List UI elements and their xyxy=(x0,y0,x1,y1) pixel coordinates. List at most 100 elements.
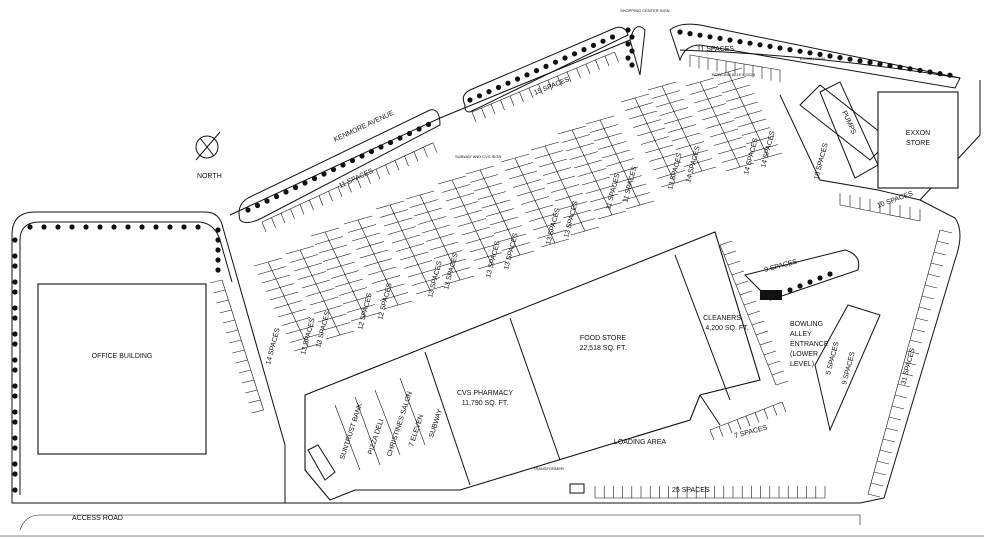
parking-kenmore-stall-line xyxy=(413,151,419,162)
shrub xyxy=(387,139,394,146)
parking-row-3-stall-line-b xyxy=(501,242,531,251)
shrub xyxy=(571,51,578,57)
shrub xyxy=(425,121,432,128)
parking-north-stall-line xyxy=(566,71,572,83)
parking-row-4-stall-line-b xyxy=(546,175,576,185)
shrub xyxy=(629,34,635,40)
parking-row-5-stall-line-b xyxy=(621,192,651,201)
parking-east-edge-stall-line xyxy=(918,306,932,311)
parking-east-edge-stall-line xyxy=(882,438,896,443)
parking-south-25: 25 SPACES xyxy=(672,487,710,494)
parking-row-1-stall-line-b xyxy=(379,292,409,301)
shrub xyxy=(12,237,18,243)
parking-row-3-stall-line-b xyxy=(481,199,511,209)
shrub xyxy=(12,419,18,425)
shrub xyxy=(807,50,813,56)
shrub xyxy=(139,224,145,230)
shrub xyxy=(368,148,375,155)
parking-top-spine xyxy=(689,54,781,71)
shrub xyxy=(125,224,131,230)
parking-row-7-stall-line-b xyxy=(733,110,763,119)
parking-row-10: 10 SPACES xyxy=(813,142,830,180)
cleaners-label: CLEANERS xyxy=(703,315,741,322)
shrub xyxy=(406,130,413,137)
parking-west-stall-line xyxy=(216,299,229,304)
shrub xyxy=(827,271,833,277)
parking-east-edge-stall-line xyxy=(924,284,938,289)
parking-row-0-spine xyxy=(267,261,309,348)
parking-row-0-stall-line-b xyxy=(293,262,323,272)
parking-row-6-stall-line-b xyxy=(647,81,677,91)
parking-kenmore-stall-line xyxy=(261,221,267,233)
loading-area-label: LOADING AREA xyxy=(614,439,666,446)
shrub xyxy=(12,487,18,493)
shrub xyxy=(12,435,18,441)
parking-row-7-stall-line-b xyxy=(749,144,779,153)
shrub xyxy=(12,315,18,321)
cvs-area: 11,790 SQ. FT. xyxy=(462,400,509,407)
shrub xyxy=(12,331,18,337)
parking-row-7-stall-line-b xyxy=(713,67,743,77)
parking-east-top-spine xyxy=(839,204,921,222)
shrub xyxy=(787,287,793,293)
parking-row-5-stall-line-b xyxy=(585,115,615,125)
shrub xyxy=(797,283,803,289)
parking-row-3-stall-line-b xyxy=(489,216,519,226)
site-boundary xyxy=(0,39,984,537)
parking-east-edge-stall-line xyxy=(930,262,944,267)
parking-row-5-stall-line-b xyxy=(593,132,623,142)
access-road-label: ACCESS ROAD xyxy=(72,515,123,522)
parking-row-2-stall-line-b xyxy=(405,190,435,200)
parking-west-stall-line xyxy=(219,309,232,314)
parking-east-row-stall-line xyxy=(759,340,773,346)
shrub xyxy=(476,93,483,99)
parking-kenmore-spine xyxy=(261,142,434,223)
shrub xyxy=(737,39,743,45)
shrub xyxy=(917,67,923,73)
parking-row-4-stall-line-b xyxy=(542,167,572,176)
shrub xyxy=(505,80,511,86)
parking-west-stall-line xyxy=(232,349,245,354)
parking-east-row-stall-line xyxy=(719,240,733,246)
parking-top-15: 15 SPACES xyxy=(533,76,571,97)
parking-east-9: 9 SPACES xyxy=(764,258,799,274)
parking-east-edge-stall-line xyxy=(900,372,914,377)
shrub xyxy=(195,224,201,230)
parking-east-edge-stall-line xyxy=(915,317,929,322)
shrub xyxy=(12,445,18,451)
parking-row-1-stall-line-b xyxy=(367,266,397,276)
parking-row-2-stall-line-b xyxy=(437,258,467,268)
shrub xyxy=(609,34,616,40)
shrub xyxy=(12,471,18,477)
parking-east-edge-stall-line xyxy=(921,295,935,300)
shrub xyxy=(897,64,903,70)
parking-row-0-stall-line-b xyxy=(325,330,355,340)
shrub xyxy=(12,305,18,311)
parking-row-2-stall-line-b xyxy=(425,233,455,242)
parking-east-edge-stall-line xyxy=(867,493,881,498)
parking-row-7-stall-line-b xyxy=(745,135,775,145)
parking-kenmore-stall-line xyxy=(423,147,428,158)
shrub xyxy=(514,76,521,82)
transformer-label: TRANSFORMER xyxy=(533,466,564,471)
shrub xyxy=(757,42,763,48)
shrub xyxy=(215,247,221,253)
parking-loading-stall-line xyxy=(781,401,787,413)
parking-east-edge-stall-line xyxy=(927,273,941,278)
shrub xyxy=(937,71,943,77)
parking-row-7-stall-line-b xyxy=(737,118,767,128)
shrub xyxy=(927,69,933,75)
shrub xyxy=(273,193,280,200)
shrub xyxy=(215,267,221,273)
shrub xyxy=(590,42,597,49)
shrub xyxy=(359,153,365,159)
parking-kenmore-stall-line xyxy=(318,195,324,206)
parking-row-7-stall-line-b xyxy=(725,93,755,102)
exxon-station: EXXON STORE PUMPS xyxy=(779,81,959,201)
parking-stalls xyxy=(209,51,953,499)
parking-row-4-stall-line-b xyxy=(562,209,592,219)
parking-row-4-stall-line-b xyxy=(534,150,564,159)
parking-north-stall-line xyxy=(519,91,524,103)
shrub xyxy=(867,59,873,65)
parking-west-stall-line xyxy=(238,369,251,374)
